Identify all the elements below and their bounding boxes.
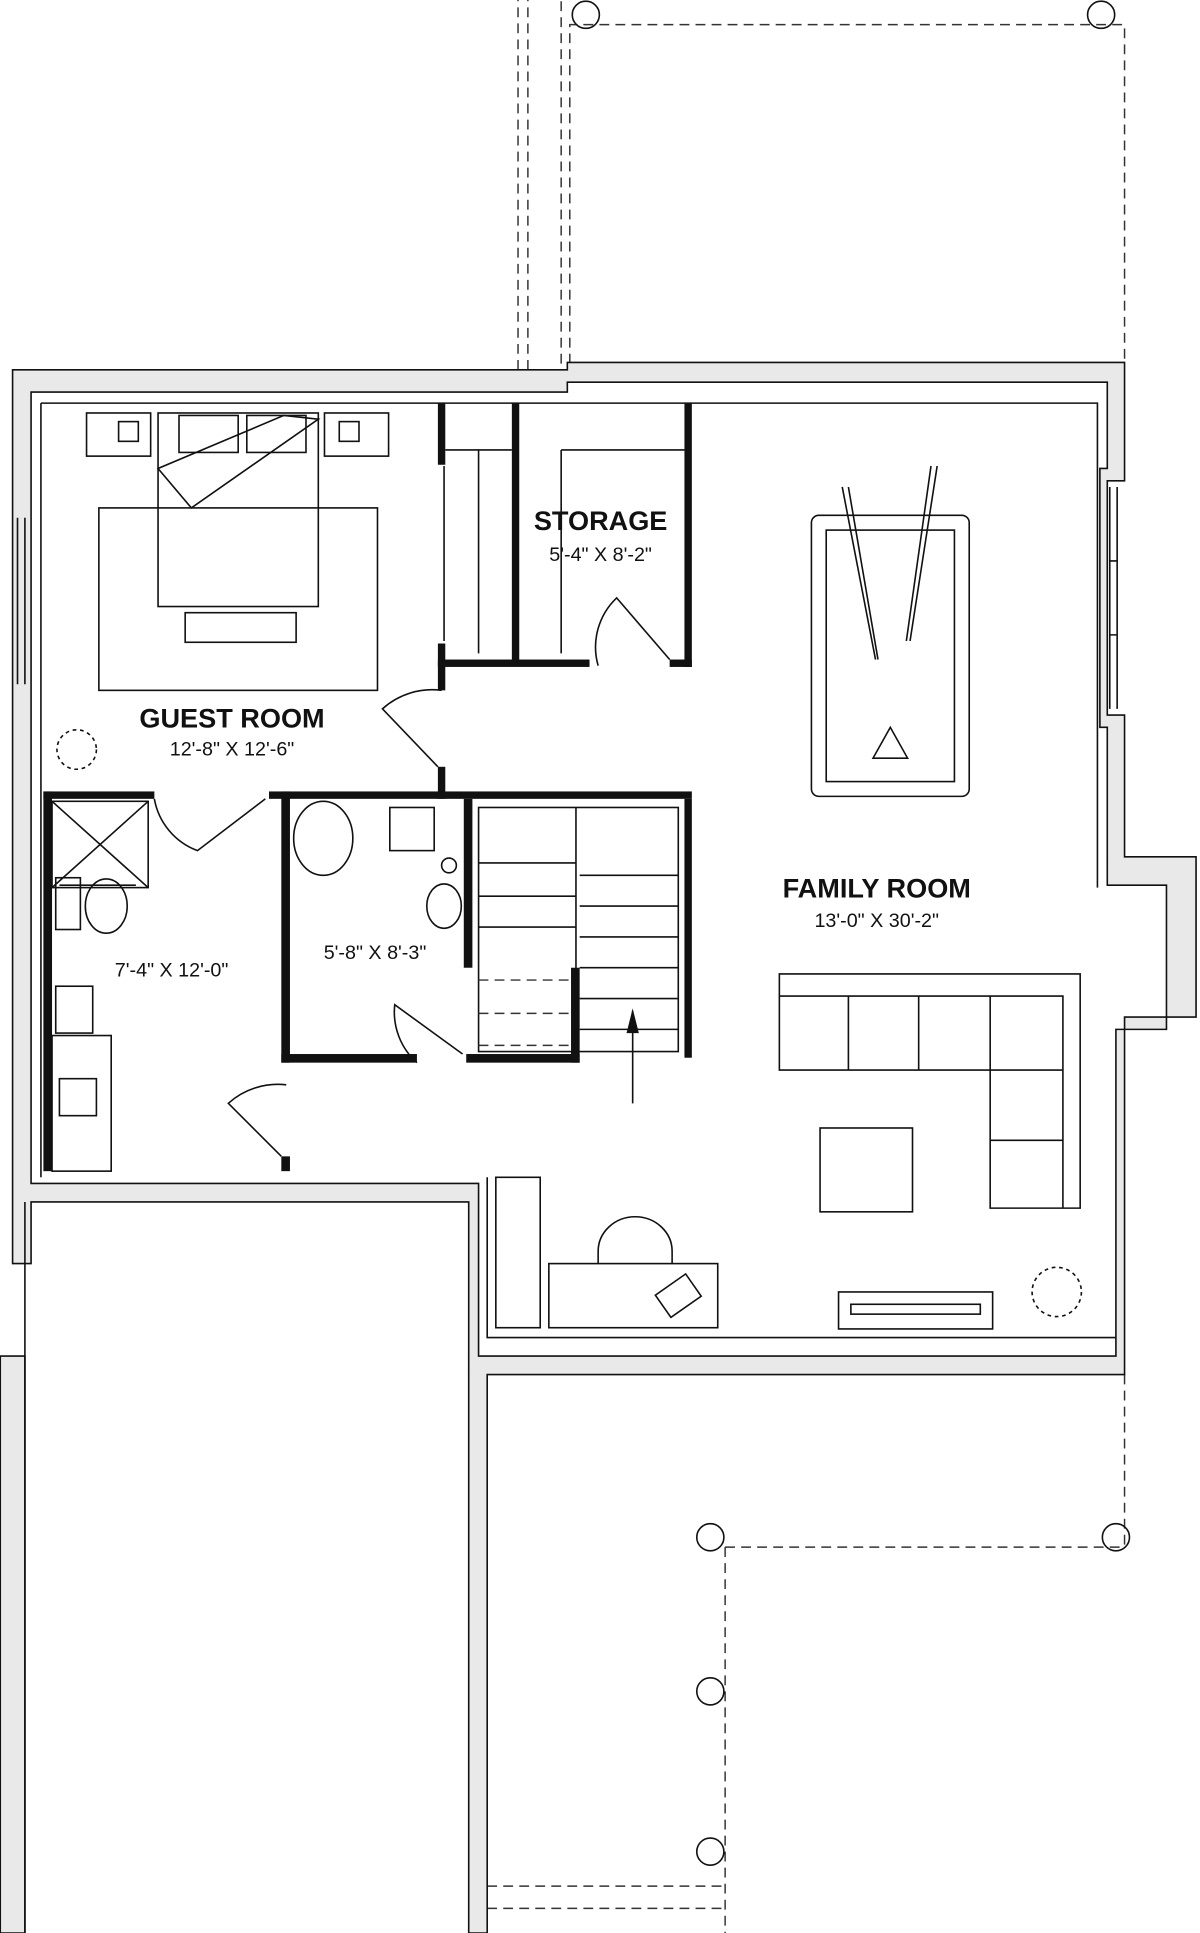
room-size-storage: 5'-4" X 8'-2" xyxy=(549,544,652,566)
staircase xyxy=(477,806,680,1104)
desk-area xyxy=(495,1176,994,1330)
sectional-sofa xyxy=(778,973,1081,1213)
foundation-walls xyxy=(0,361,1197,1933)
room-size-bathroom-2: 5'-8" X 8'-3" xyxy=(324,942,427,964)
upper-deck-outline xyxy=(517,0,1126,370)
room-name-guest-room: GUEST ROOM xyxy=(139,702,324,733)
lower-deck-outline xyxy=(486,1374,1131,1933)
pool-table xyxy=(810,465,971,798)
room-name-family-room: FAMILY ROOM xyxy=(783,872,971,903)
room-size-family-room: 13'-0" X 30'-2" xyxy=(814,910,939,932)
room-size-bathroom-1: 7'-4" X 12'-0" xyxy=(115,959,229,981)
bathroom-fixtures xyxy=(51,800,463,1172)
plant-icon xyxy=(56,729,1083,1318)
room-size-guest-room: 12'-8" X 12'-6" xyxy=(170,739,295,761)
guest-bed xyxy=(85,412,390,692)
doors xyxy=(153,449,685,1157)
room-name-storage: STORAGE xyxy=(534,505,668,536)
